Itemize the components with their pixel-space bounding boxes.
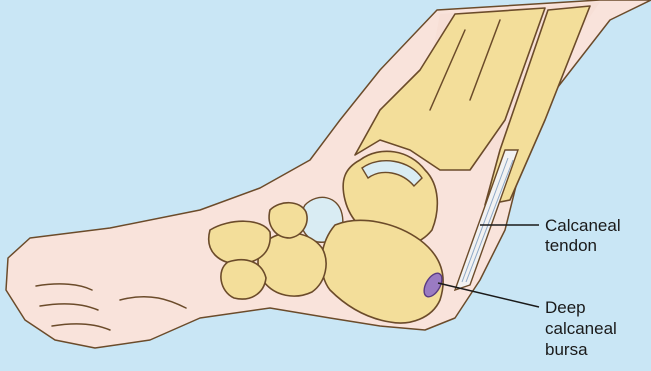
metatarsal-bones-lower bbox=[221, 260, 266, 299]
bursa-label-line1: Deep bbox=[545, 298, 586, 317]
tendon-label-line1: Calcaneal bbox=[545, 216, 621, 235]
bursa-label-line2: calcaneal bbox=[545, 319, 617, 338]
cuneiform-bone bbox=[269, 203, 307, 238]
tendon-label-line2: tendon bbox=[545, 236, 597, 255]
bursa-label-line3: bursa bbox=[545, 340, 588, 359]
metatarsal-bones bbox=[209, 221, 271, 264]
